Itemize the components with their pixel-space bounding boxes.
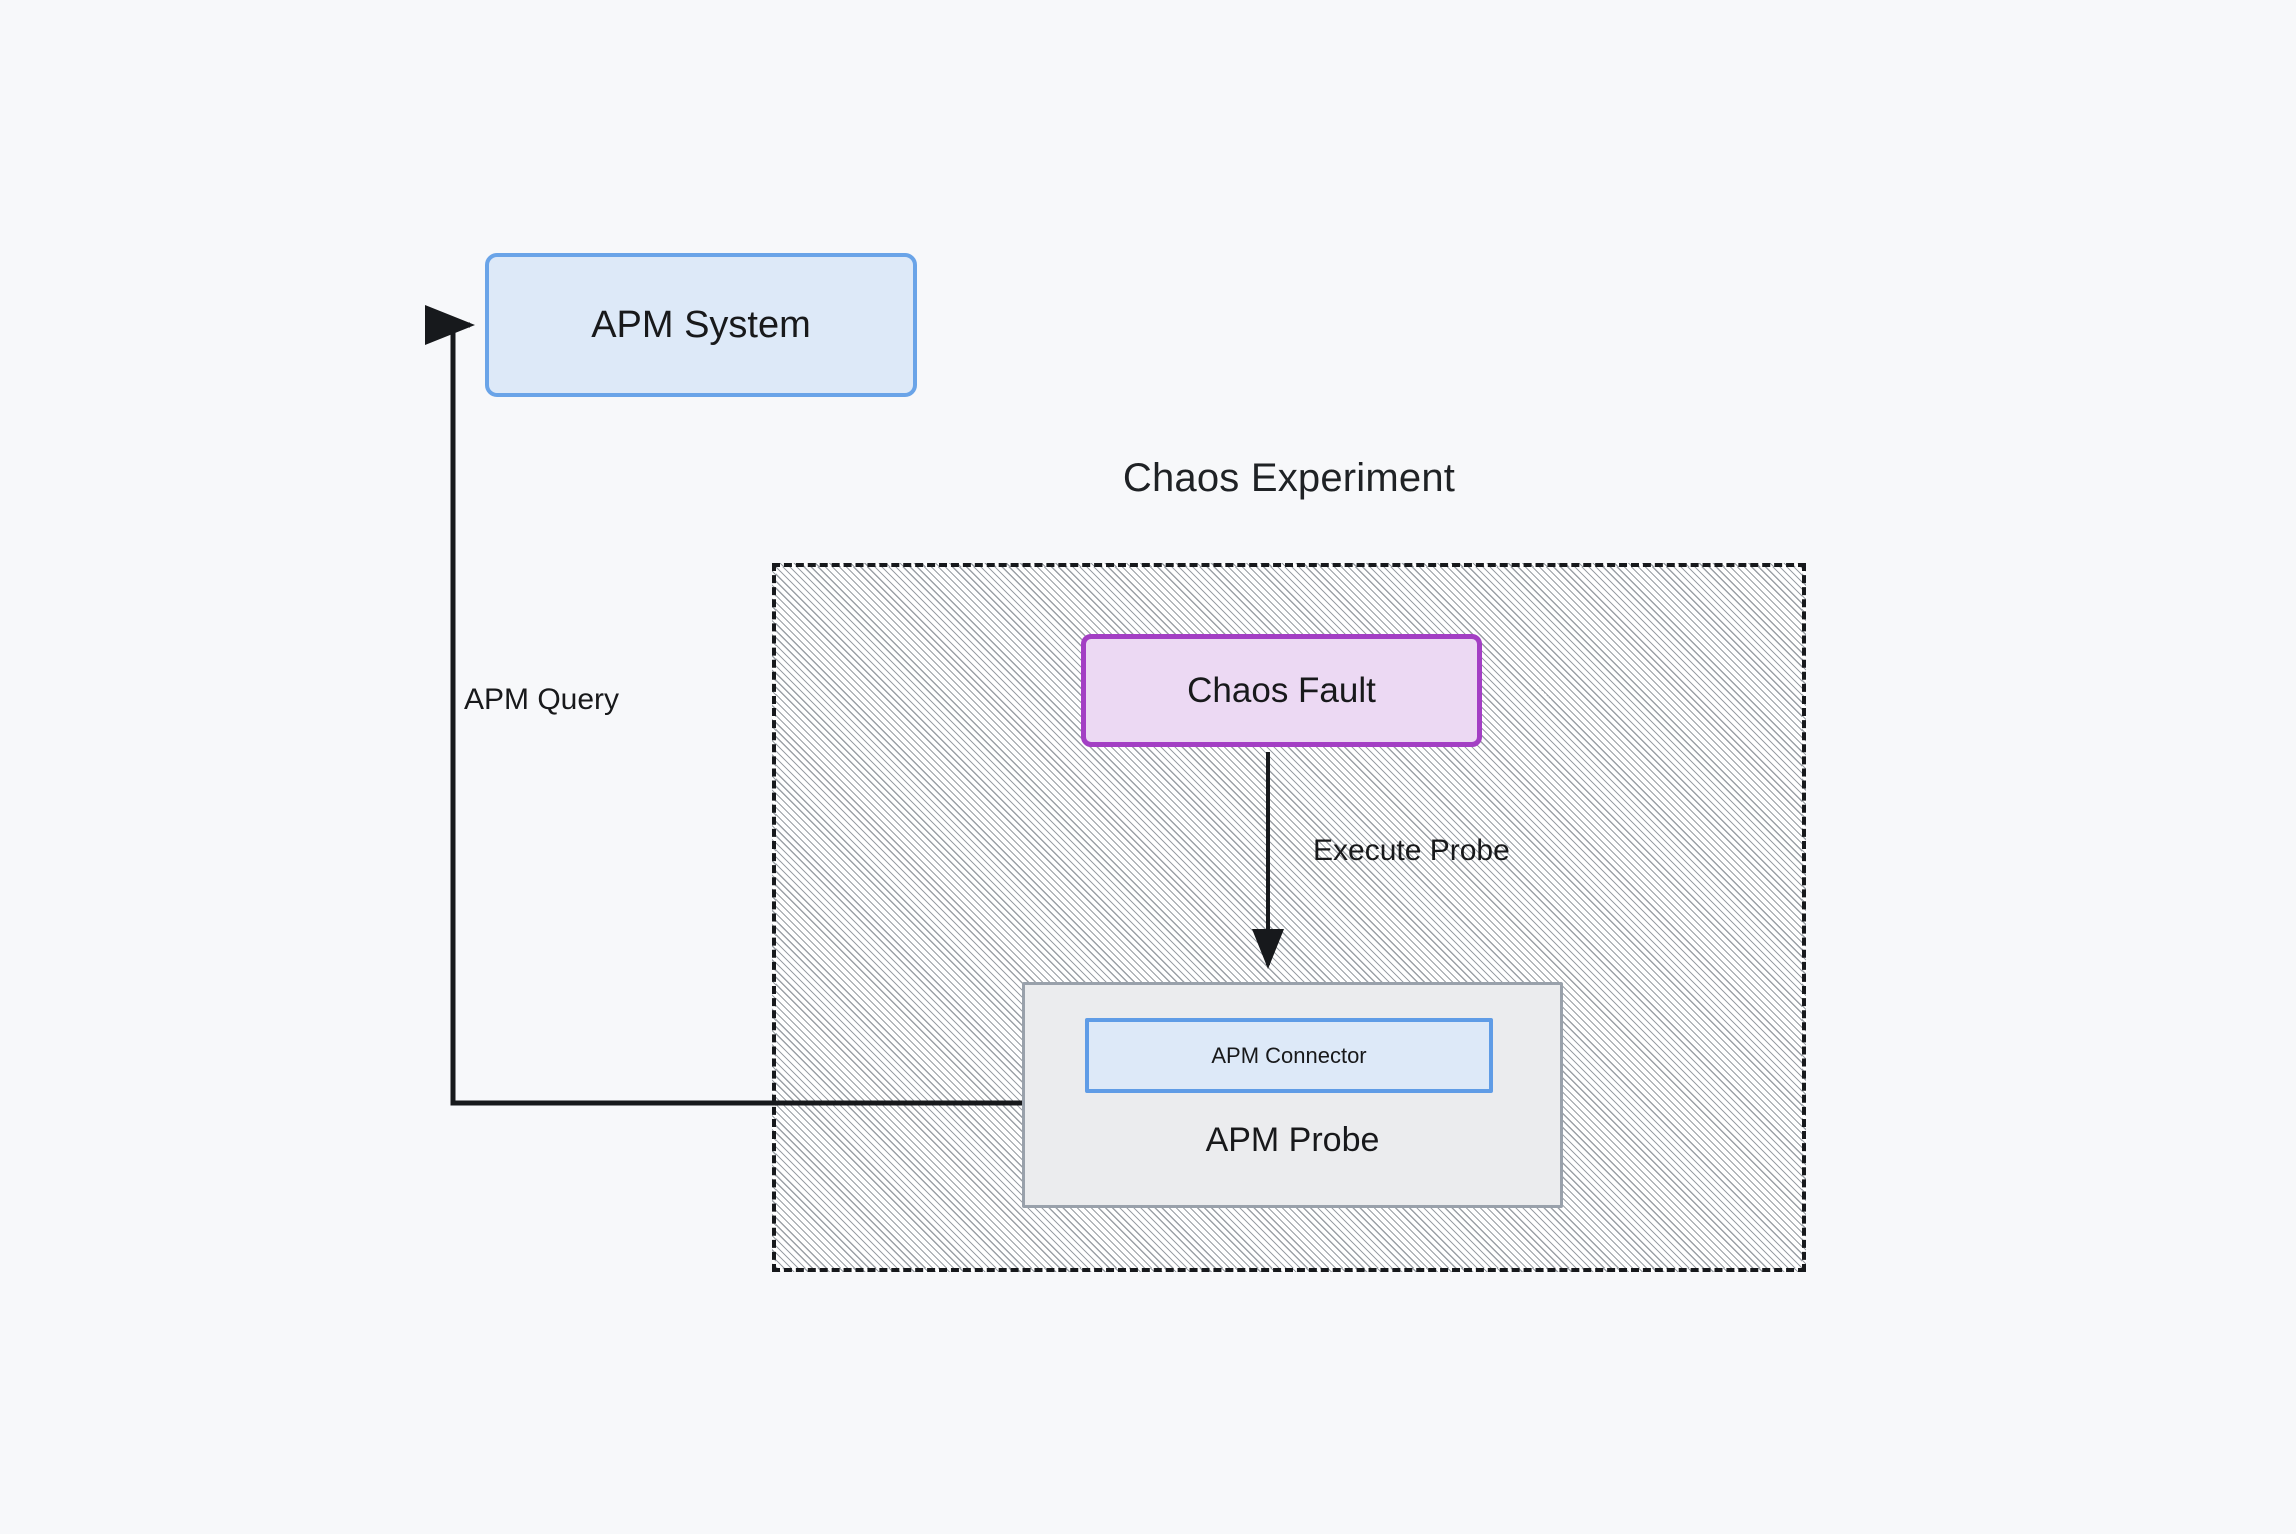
node-apm-connector-label: APM Connector [1211, 1042, 1367, 1068]
node-apm-probe[interactable]: APM Connector APM Probe [1022, 982, 1563, 1208]
node-apm-probe-label: APM Probe [1205, 1121, 1380, 1159]
node-apm-system[interactable]: APM System [485, 253, 917, 397]
edge-label-execute-probe: Execute Probe [1313, 834, 1510, 867]
edge-label-apm-query: APM Query [464, 683, 620, 716]
node-chaos-fault[interactable]: Chaos Fault [1081, 634, 1482, 747]
node-apm-connector[interactable]: APM Connector [1085, 1018, 1493, 1093]
node-chaos-fault-label: Chaos Fault [1187, 670, 1376, 710]
chaos-experiment-title: Chaos Experiment [1122, 456, 1456, 500]
node-apm-system-label: APM System [591, 303, 811, 346]
